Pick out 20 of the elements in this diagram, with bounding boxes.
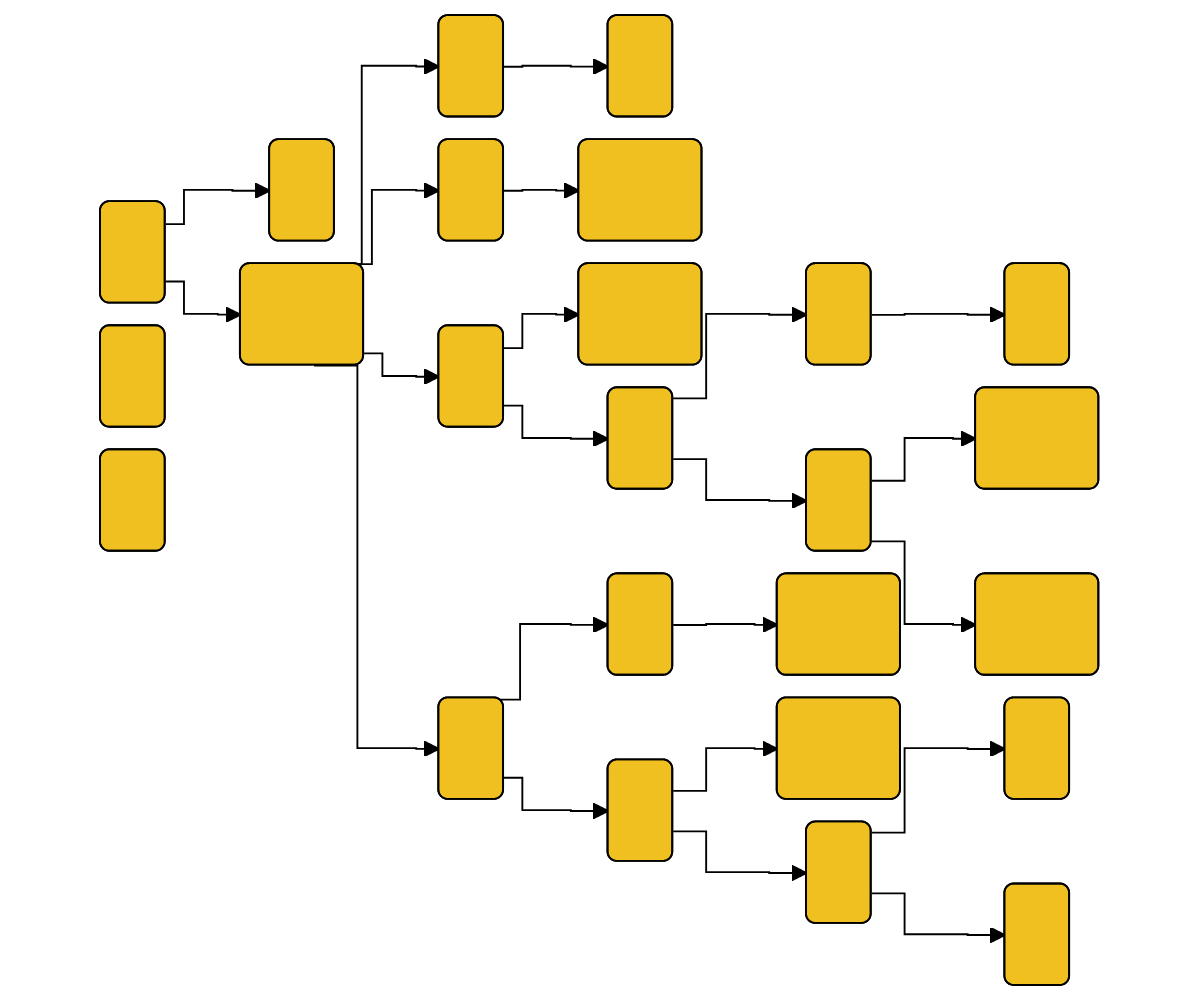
arrow	[499, 616, 611, 701]
arrow	[503, 58, 611, 75]
arrow	[364, 352, 441, 385]
arrow	[165, 182, 272, 226]
arrow	[871, 540, 978, 634]
arrow	[871, 740, 1007, 834]
arrow	[673, 306, 809, 400]
arrow	[871, 306, 1007, 323]
arrow	[165, 280, 243, 323]
arrow	[871, 892, 1007, 944]
arrow	[313, 364, 441, 758]
arrow	[673, 616, 780, 634]
arrow	[503, 776, 611, 820]
arrow	[673, 458, 809, 510]
arrow	[503, 404, 611, 448]
arrow	[503, 182, 581, 199]
arrow	[871, 430, 978, 482]
arrow	[503, 306, 581, 350]
arrow	[673, 830, 809, 882]
arrow	[673, 740, 780, 792]
